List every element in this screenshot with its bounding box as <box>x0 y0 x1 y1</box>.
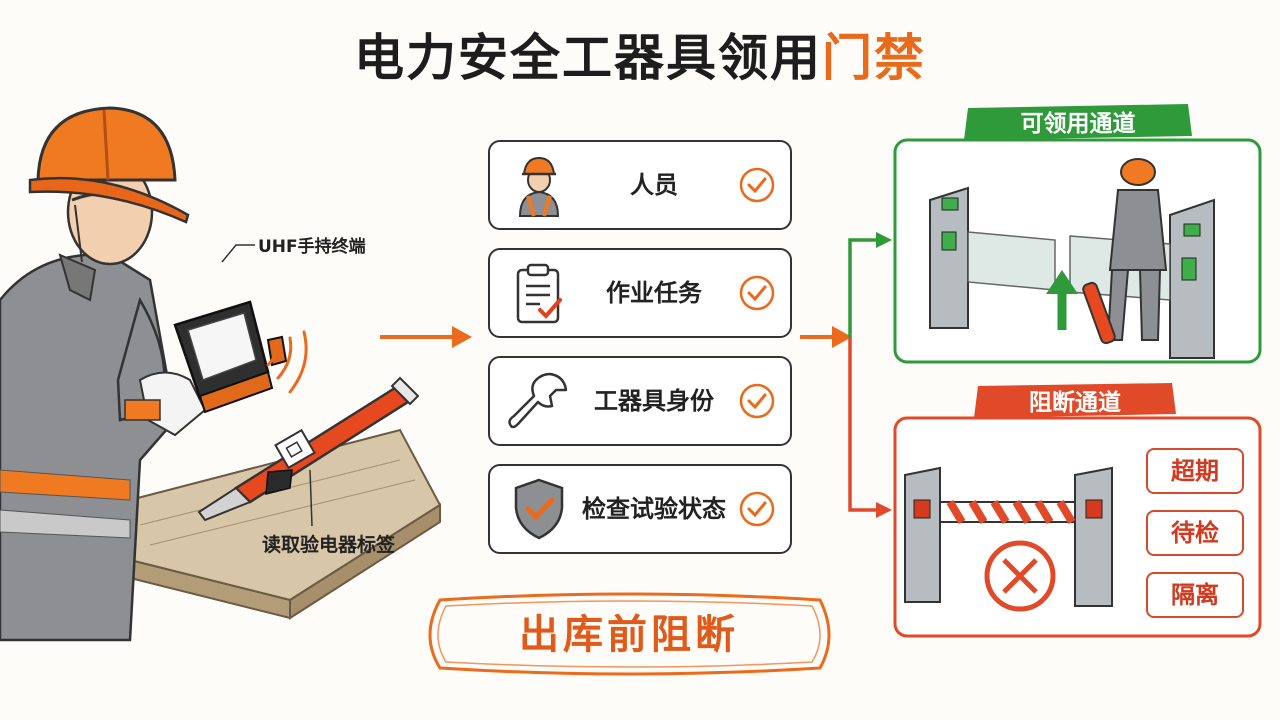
check-label: 工器具身份 <box>594 387 714 415</box>
device-leader-line <box>221 244 255 263</box>
tag-read-label: 读取验电器标签 <box>262 534 396 556</box>
branch-arrow-block <box>848 337 892 518</box>
check-circle-icon <box>739 275 775 311</box>
shield-icon <box>514 478 564 540</box>
allow-channel-title-bg <box>964 104 1192 140</box>
title-accent: 门禁 <box>822 29 926 87</box>
check-circle-icon <box>739 491 775 527</box>
allow-turnstile-illustration <box>929 158 1215 359</box>
title-main: 电力安全工器具领用 <box>354 29 822 87</box>
flow-arrow-in <box>380 326 472 348</box>
check-label: 检查试验状态 <box>582 495 726 523</box>
status-pending-inspection: 待检 <box>1146 510 1244 556</box>
branch-arrow-allow <box>848 232 892 337</box>
block-channel-title-bg <box>974 383 1176 418</box>
uhf-device-label: UHF手持终端 <box>258 237 366 257</box>
bottom-banner-frame <box>428 592 831 676</box>
uhf-handheld-device <box>173 300 288 414</box>
block-gate-illustration <box>904 466 1113 612</box>
clipboard-icon <box>516 263 562 324</box>
tag-leader-line <box>309 469 313 527</box>
worker-icon <box>518 156 560 217</box>
flow-arrow-out <box>800 326 852 348</box>
block-channel-title: 阻断通道 <box>1029 389 1121 416</box>
status-isolated: 隔离 <box>1146 572 1244 618</box>
check-card-personnel: 人员 <box>488 140 792 230</box>
check-card-task: 作业任务 <box>488 248 792 338</box>
rfid-signal-waves <box>266 330 308 394</box>
check-label: 人员 <box>630 171 678 199</box>
voltage-detector-illustration <box>197 376 420 522</box>
worker-illustration <box>0 106 207 642</box>
check-card-inspection-status: 检查试验状态 <box>488 464 792 554</box>
wrench-icon <box>508 372 568 429</box>
check-card-tool-identity: 工器具身份 <box>488 356 792 446</box>
status-overdue: 超期 <box>1146 448 1244 494</box>
allow-channel-title: 可领用通道 <box>1021 110 1136 137</box>
check-label: 作业任务 <box>606 279 702 307</box>
page-title: 电力安全工器具领用门禁 <box>0 18 1280 90</box>
check-circle-icon <box>739 167 775 203</box>
check-circle-icon <box>739 383 775 419</box>
bottom-banner: 出库前阻断 <box>519 612 739 658</box>
